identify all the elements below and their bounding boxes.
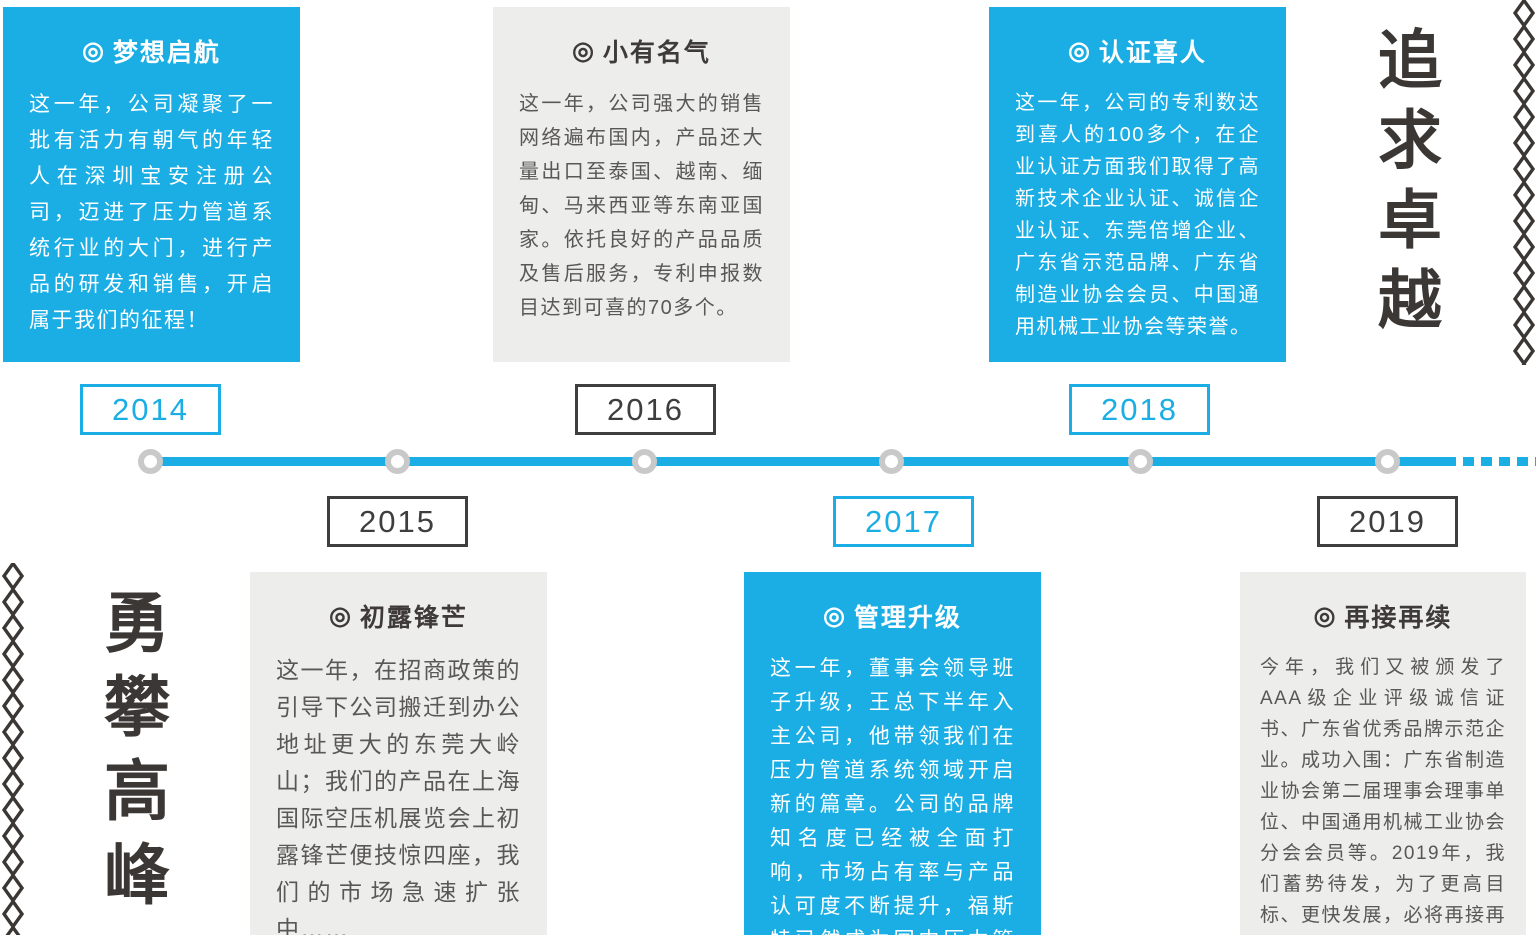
timeline-node-2015 xyxy=(385,449,410,474)
timeline-node-2019 xyxy=(1375,449,1400,474)
year-tag-2015: 2015 xyxy=(327,496,468,547)
diamond-chain-left-icon xyxy=(2,563,24,935)
event-body: 这一年，董事会领导班子升级，王总下半年入主公司，他带领我们在压力管道系统领域开启… xyxy=(770,657,1015,935)
year-tag-2014: 2014 xyxy=(80,384,221,435)
event-card-2019: ◎再接再续 今年，我们又被颁发了AAA级企业评级诚信证书、广东省优秀品牌示范企业… xyxy=(1240,572,1526,935)
year-tag-2016: 2016 xyxy=(575,384,716,435)
bullseye-icon: ◎ xyxy=(1313,602,1338,630)
event-title-text: 初露锋芒 xyxy=(359,604,468,632)
timeline-node-2018 xyxy=(1128,449,1153,474)
event-body: 这一年，公司强大的销售网络遍布国内，产品还大量出口至泰国、越南、缅甸、马来西亚等… xyxy=(519,93,764,319)
timeline-axis-dashed-end xyxy=(1463,457,1536,466)
event-body: 这一年，公司的专利数达到喜人的100多个，在企业认证方面我们取得了高新技术企业认… xyxy=(1015,92,1260,338)
event-title-text: 小有名气 xyxy=(602,39,711,67)
timeline-node-2017 xyxy=(879,449,904,474)
headline-climb-peaks: 勇攀高峰 xyxy=(93,588,171,924)
bullseye-icon: ◎ xyxy=(329,602,353,630)
event-title: ◎认证喜人 xyxy=(1015,33,1260,69)
headline-pursue-excellence: 追求卓越 xyxy=(1367,26,1442,346)
bullseye-icon: ◎ xyxy=(1068,37,1092,65)
event-title-text: 梦想启航 xyxy=(112,39,221,67)
event-title: ◎初露锋芒 xyxy=(276,598,521,634)
event-title: ◎再接再续 xyxy=(1260,598,1506,634)
event-card-2018: ◎认证喜人 这一年，公司的专利数达到喜人的100多个，在企业认证方面我们取得了高… xyxy=(989,7,1286,362)
event-title: ◎小有名气 xyxy=(519,33,764,69)
timeline-axis xyxy=(150,457,1456,466)
event-title: ◎管理升级 xyxy=(770,598,1015,634)
bullseye-icon: ◎ xyxy=(572,37,596,65)
year-tag-2019: 2019 xyxy=(1317,496,1458,547)
year-tag-2018: 2018 xyxy=(1069,384,1210,435)
event-body: 这一年，在招商政策的引导下公司搬迁到办公地址更大的东莞大岭山；我们的产品在上海国… xyxy=(276,657,521,935)
bullseye-icon: ◎ xyxy=(82,37,106,65)
event-card-2014: ◎梦想启航 这一年，公司凝聚了一批有活力有朝气的年轻人在深圳宝安注册公司，迈进了… xyxy=(3,7,300,362)
event-card-2015: ◎初露锋芒 这一年，在招商政策的引导下公司搬迁到办公地址更大的东莞大岭山；我们的… xyxy=(250,572,547,935)
event-title: ◎梦想启航 xyxy=(29,33,274,69)
event-title-text: 认证喜人 xyxy=(1098,39,1207,67)
timeline-node-2014 xyxy=(138,449,163,474)
bullseye-icon: ◎ xyxy=(823,602,847,630)
timeline-node-2016 xyxy=(632,449,657,474)
diamond-chain-right-icon xyxy=(1513,0,1535,365)
event-title-text: 管理升级 xyxy=(853,604,962,632)
event-body: 今年，我们又被颁发了AAA级企业评级诚信证书、广东省优秀品牌示范企业。成功入围：… xyxy=(1260,657,1507,926)
year-tag-2017: 2017 xyxy=(833,496,974,547)
event-card-2016: ◎小有名气 这一年，公司强大的销售网络遍布国内，产品还大量出口至泰国、越南、缅甸… xyxy=(493,7,790,362)
event-title-text: 再接再续 xyxy=(1344,604,1453,632)
event-card-2017: ◎管理升级 这一年，董事会领导班子升级，王总下半年入主公司，他带领我们在压力管道… xyxy=(744,572,1041,935)
event-body: 这一年，公司凝聚了一批有活力有朝气的年轻人在深圳宝安注册公司，迈进了压力管道系统… xyxy=(29,93,274,332)
